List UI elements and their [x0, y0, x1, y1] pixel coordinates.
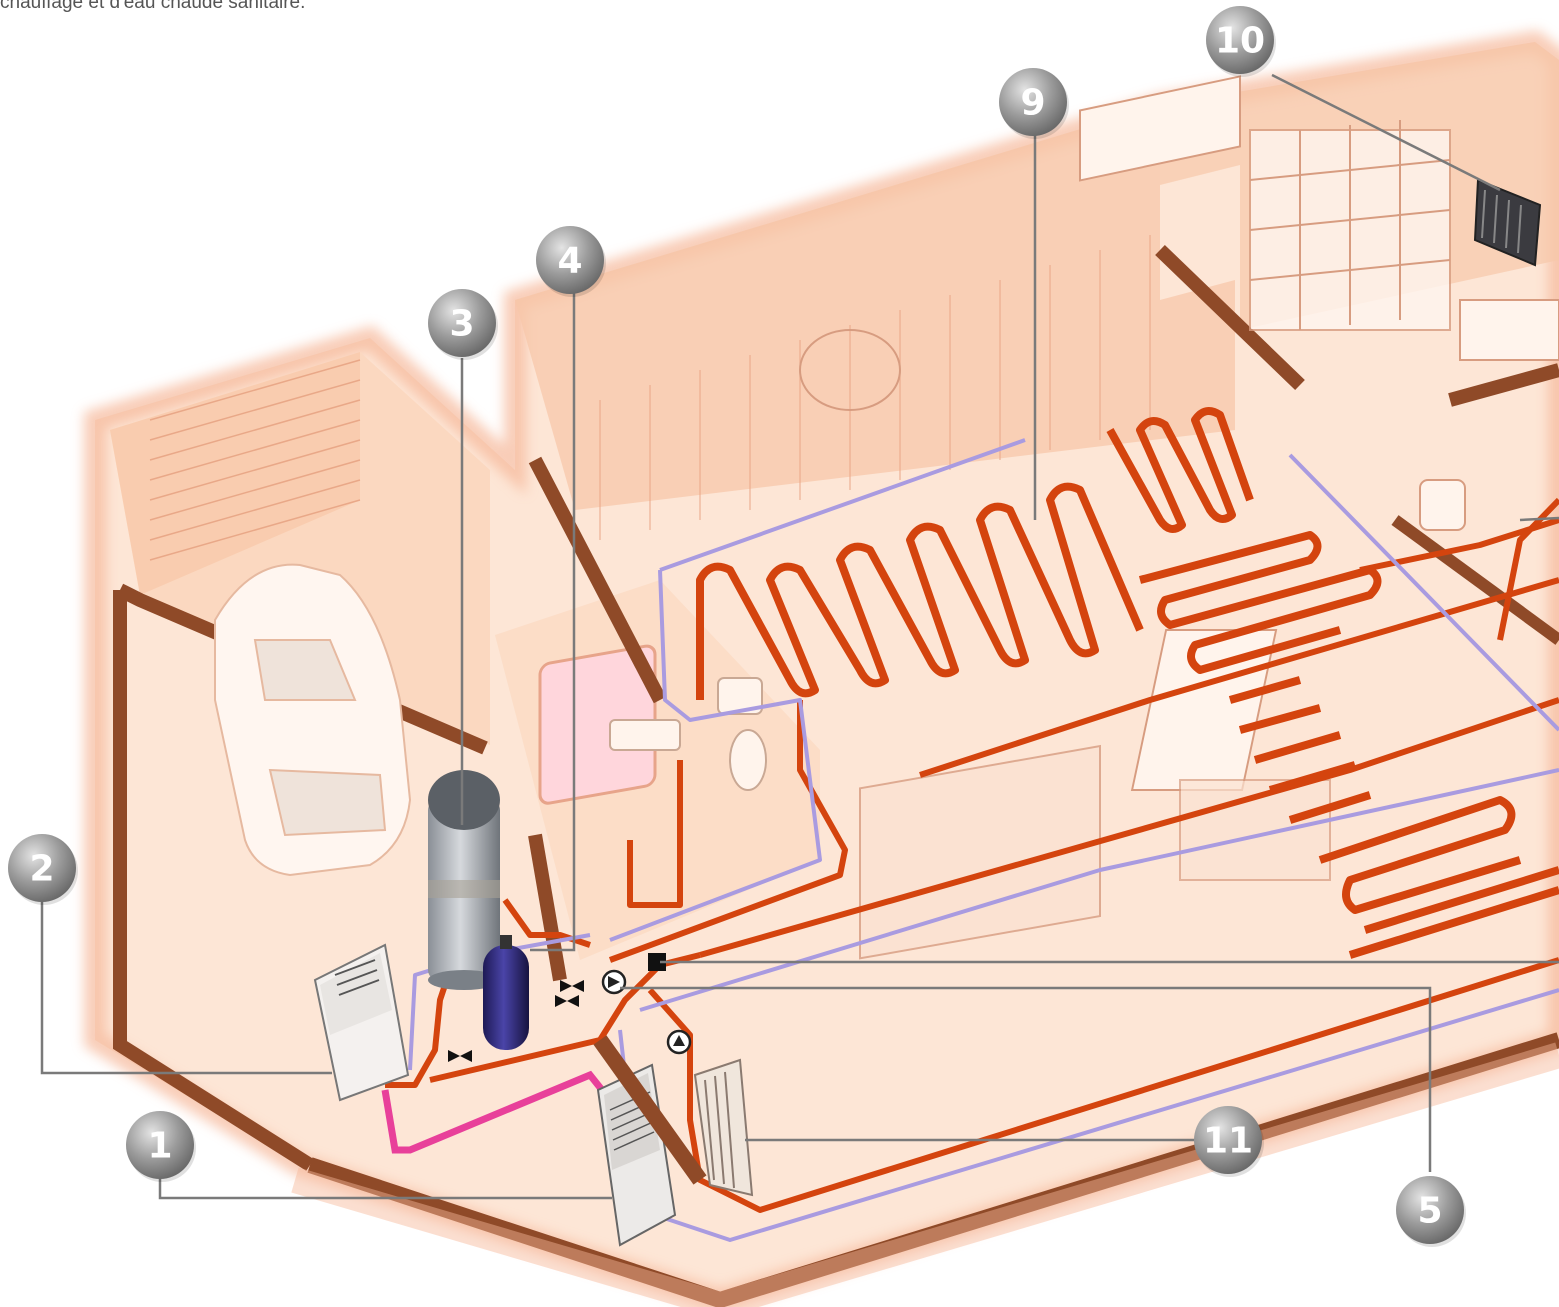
marker-label: 10 [1215, 21, 1265, 62]
desk-right [1460, 300, 1559, 360]
marker-label: 5 [1417, 1191, 1442, 1232]
washbasin-right [1420, 480, 1465, 530]
marker-label: 3 [449, 304, 474, 345]
marker-1-outdoor-heat-pump-unit: 1 [126, 1111, 196, 1182]
bookshelf [1250, 120, 1450, 330]
marker-label: 11 [1203, 1121, 1253, 1162]
expansion-vessel-tank [483, 935, 529, 1050]
marker-2-indoor-hydraulic-module: 2 [8, 834, 78, 905]
marker-10-wall-radiator: 10 [1206, 6, 1276, 77]
marker-label: 2 [29, 849, 54, 890]
marker-label: 4 [557, 241, 582, 282]
marker-9-underfloor-heating-loop: 9 [999, 68, 1069, 139]
marker-label: 1 [147, 1126, 172, 1167]
marker-label: 9 [1020, 83, 1045, 124]
marker-3-hot-water-cylinder: 3 [428, 289, 498, 360]
marker-5-circulation-pump: 5 [1396, 1176, 1466, 1247]
sink [610, 720, 680, 750]
